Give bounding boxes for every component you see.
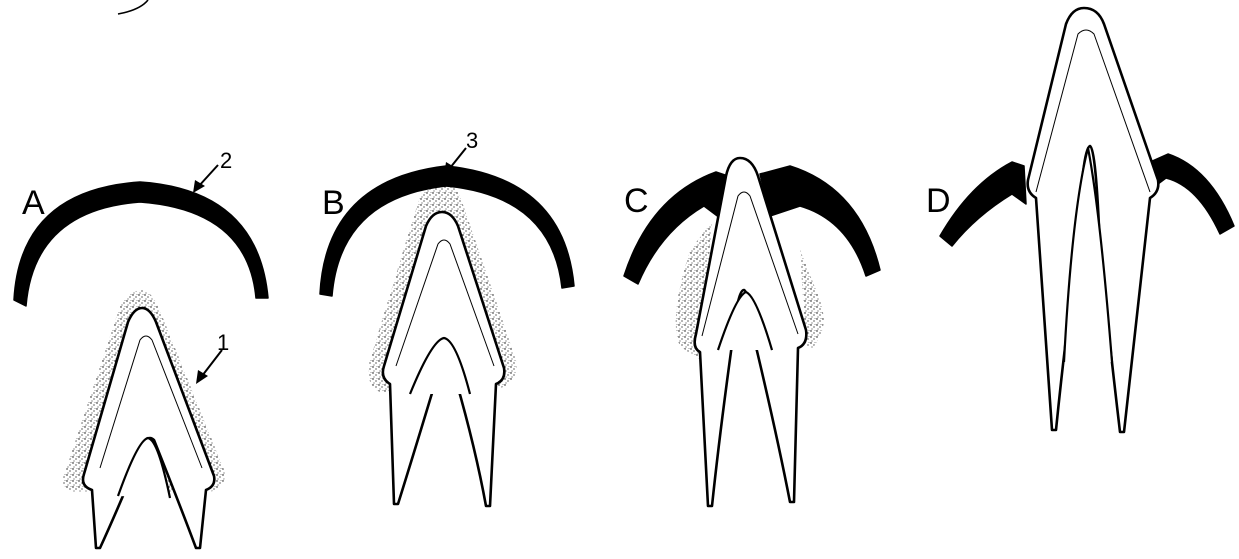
stage-c: C bbox=[624, 158, 880, 506]
callout-label-2: 2 bbox=[220, 148, 232, 173]
oral-mucosa-d-left bbox=[940, 162, 1026, 246]
stage-label-c: C bbox=[624, 182, 649, 220]
stage-d: D bbox=[926, 8, 1234, 432]
corner-arc-fragment bbox=[118, 0, 148, 14]
callout-label-1: 1 bbox=[217, 330, 229, 355]
stage-b: B 3 bbox=[320, 128, 574, 506]
stage-label-d: D bbox=[926, 182, 951, 220]
stage-a: A 1 2 bbox=[14, 148, 268, 548]
tooth-a bbox=[83, 308, 214, 548]
stage-label-a: A bbox=[22, 184, 45, 222]
stage-label-b: B bbox=[322, 184, 345, 222]
oral-mucosa-a bbox=[14, 182, 268, 306]
callout-arrow-3 bbox=[450, 148, 466, 168]
callout-label-3: 3 bbox=[466, 128, 478, 153]
oral-mucosa-d-right bbox=[1150, 154, 1234, 234]
